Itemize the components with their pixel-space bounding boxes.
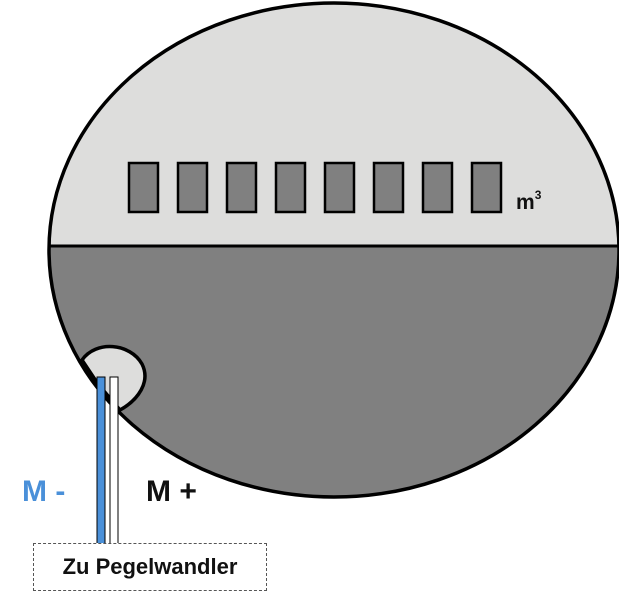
digit-box [323,161,356,214]
wire-m-minus-label: M - [22,475,66,508]
digit-box [176,161,209,214]
digit-box [274,161,307,214]
digit-box [127,161,160,214]
target-label: Zu Pegelwandler [62,554,238,579]
wire-m-plus [109,376,119,545]
digit-box [225,161,258,214]
meter-outline [47,1,619,499]
digit-box [372,161,405,214]
wire-m-minus [96,376,106,545]
wire-m-plus-label: M + [146,475,197,508]
counter-digits [127,161,503,214]
digit-box [421,161,454,214]
digit-box [470,161,503,214]
target-box: Zu Pegelwandler [33,543,267,591]
unit-label: m3 [516,188,542,214]
